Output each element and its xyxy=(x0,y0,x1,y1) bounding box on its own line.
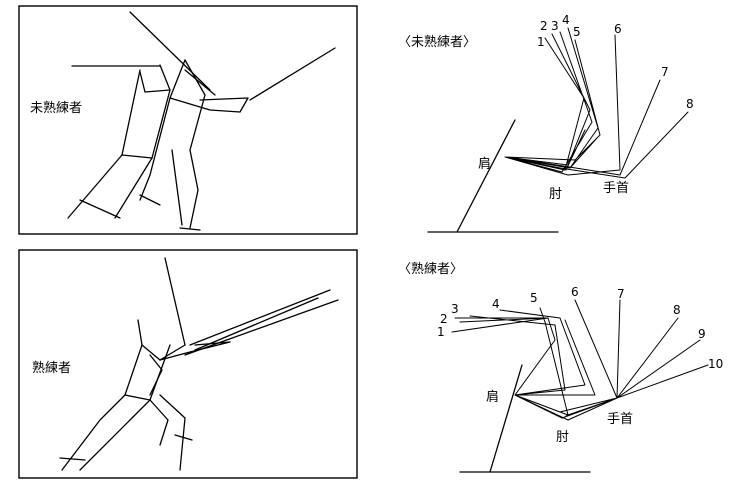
skilled-frame-7: 7 xyxy=(617,287,625,301)
skilled-arms xyxy=(159,341,231,361)
skilled-frame-1: 1 xyxy=(437,325,445,339)
skilled-diagram-title: 〈熟練者〉 xyxy=(398,261,463,277)
skilled-shoulder-label: 肩 xyxy=(486,389,499,405)
unskilled-frame-1: 1 xyxy=(537,35,545,49)
unskilled-bat-line-1 xyxy=(129,11,211,91)
unskilled-figure-a-front xyxy=(114,64,171,219)
skilled-elbow-label: 肘 xyxy=(556,430,569,445)
unskilled-forearm xyxy=(184,69,216,96)
skilled-frame-2: 2 xyxy=(440,312,448,326)
skilled-upper-arm-lines xyxy=(514,317,596,421)
unskilled-wrist-label: 手首 xyxy=(603,181,629,196)
unskilled-frame-2: 2 xyxy=(540,19,548,33)
unskilled-stick-figure xyxy=(67,11,336,231)
unskilled-figure-panel: 未熟練者 xyxy=(18,5,358,235)
skilled-stick-figure xyxy=(59,257,339,471)
skilled-knee xyxy=(149,399,169,446)
unskilled-trajectory-diagram: 〈未熟練者〉 1 2 3 4 5 6 7 8 肩 肘 手首 xyxy=(398,13,694,233)
skilled-front-torso xyxy=(79,344,171,471)
skilled-frame-9: 9 xyxy=(698,327,706,341)
skilled-wrist-label: 手首 xyxy=(607,412,633,427)
skilled-arm-2 xyxy=(149,354,163,396)
skilled-ankle xyxy=(174,434,193,441)
skilled-forearm-lines xyxy=(559,299,709,421)
unskilled-frame-7: 7 xyxy=(661,65,669,79)
unskilled-figure-b-front xyxy=(184,59,206,229)
unskilled-trunk-line xyxy=(456,119,516,233)
unskilled-shoulder-label: 肩 xyxy=(478,156,491,172)
skilled-frame-4: 4 xyxy=(492,297,500,311)
skilled-front-leg xyxy=(159,394,186,471)
skilled-frame-8: 8 xyxy=(673,303,681,317)
skilled-frame-5: 5 xyxy=(530,291,538,305)
unskilled-upper-arm-lines xyxy=(504,156,576,176)
unskilled-figure-b-foot xyxy=(139,194,161,206)
skilled-bat-line-3 xyxy=(194,297,319,351)
skilled-frame-10: 10 xyxy=(708,357,723,371)
unskilled-diagram-title: 〈未熟練者〉 xyxy=(398,34,476,50)
skilled-bat-line-1 xyxy=(164,257,186,346)
unskilled-frame-6: 6 xyxy=(614,22,622,36)
skilled-hand-lines xyxy=(451,307,561,333)
skilled-trajectory-diagram: 〈熟練者〉 1 2 3 4 5 6 7 8 9 10 肩 肘 手首 xyxy=(398,261,723,473)
unskilled-figure-b-back xyxy=(139,59,186,201)
skilled-frame-3: 3 xyxy=(451,302,459,316)
unskilled-frame-8: 8 xyxy=(686,97,694,111)
unskilled-frame-5: 5 xyxy=(573,25,581,39)
unskilled-figure-label: 未熟練者 xyxy=(30,100,82,116)
unskilled-arms xyxy=(169,97,249,113)
unskilled-panel-frame xyxy=(18,5,358,235)
skilled-frame-6: 6 xyxy=(571,285,579,299)
unskilled-figure-a-chest xyxy=(139,71,171,93)
unskilled-figure-a-foot xyxy=(79,199,121,219)
skilled-hips xyxy=(124,394,151,401)
skilled-trunk-line xyxy=(489,364,523,473)
skilled-bat-line-4 xyxy=(184,299,339,356)
skilled-panel-frame xyxy=(18,249,358,479)
unskilled-bat-line-2 xyxy=(249,47,336,101)
unskilled-frame-3: 3 xyxy=(551,19,559,33)
skilled-bat-line-2 xyxy=(189,289,331,346)
unskilled-figure-b-shin xyxy=(171,149,183,226)
unskilled-frame-4: 4 xyxy=(562,13,570,27)
skilled-shoulders xyxy=(141,344,186,361)
skilled-figure-panel: 熟練者 xyxy=(18,249,358,479)
skilled-figure-label: 熟練者 xyxy=(32,360,71,376)
unskilled-forearm-lines xyxy=(544,27,689,179)
unskilled-figure-b-toe xyxy=(179,227,201,231)
unskilled-elbow-label: 肘 xyxy=(549,187,562,202)
skilled-foot xyxy=(59,457,86,461)
unskilled-figure-a-hips xyxy=(121,154,153,159)
